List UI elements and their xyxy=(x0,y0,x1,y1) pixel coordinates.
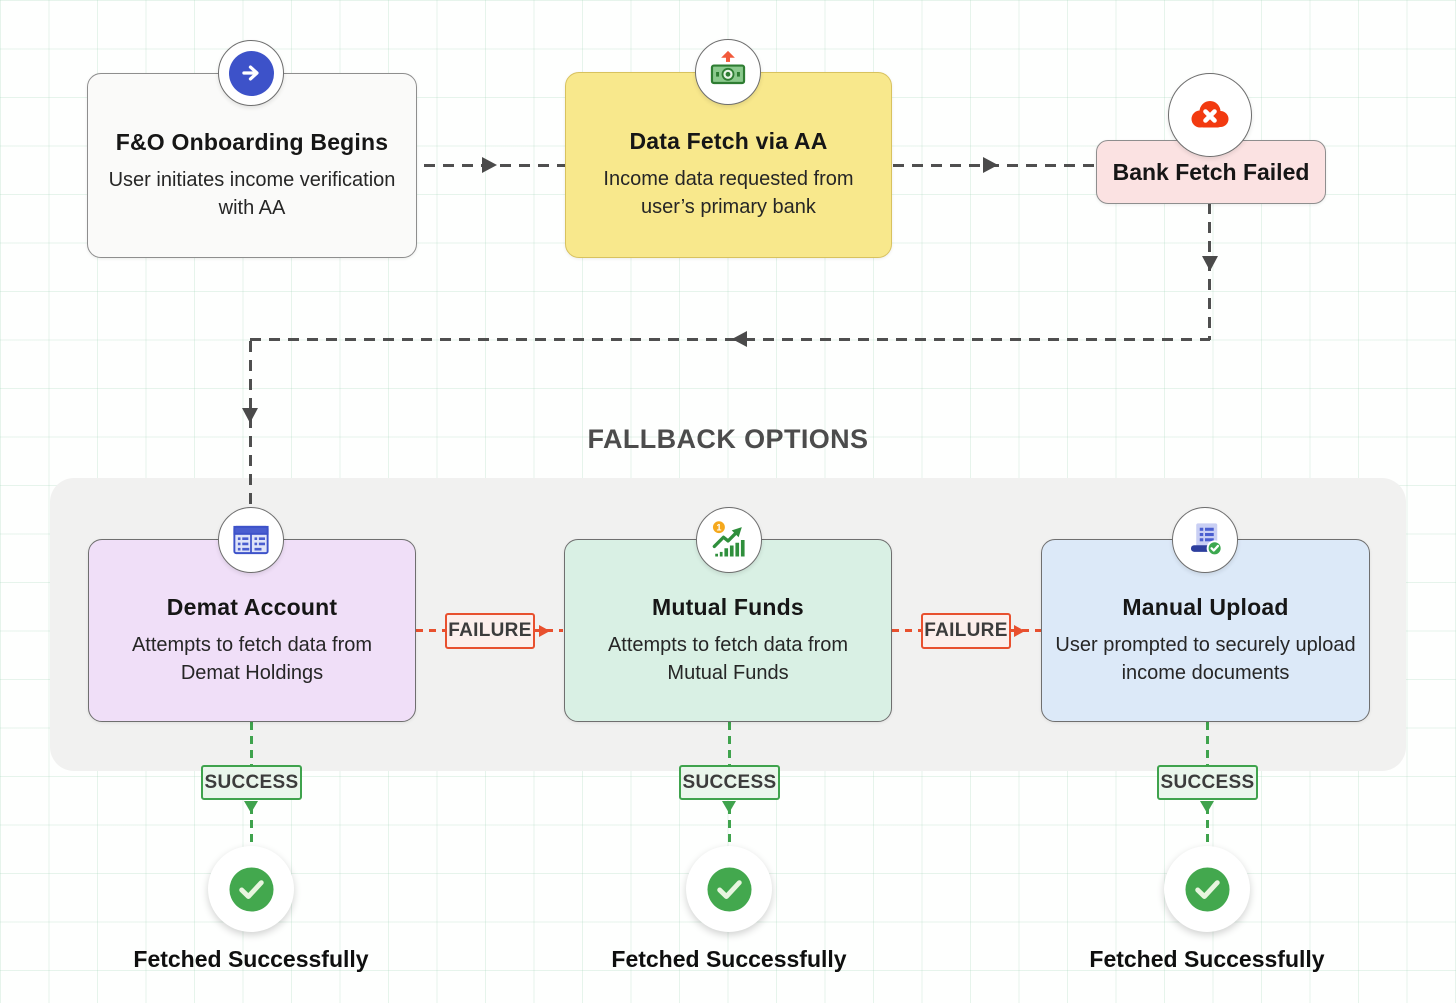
money-transfer-up-icon xyxy=(695,39,761,105)
arrowhead-right-icon xyxy=(983,157,998,173)
manual-upload-title: Manual Upload xyxy=(1122,593,1289,620)
arrowhead-down-icon xyxy=(1202,256,1218,271)
connector-failed-down xyxy=(1208,203,1211,340)
mutual-funds-subtitle: Attempts to fetch data from Mutual Funds xyxy=(607,633,849,684)
connector-to-fallback xyxy=(249,341,252,506)
demat-account-title: Demat Account xyxy=(166,593,338,620)
aa-fetch-node: Data Fetch via AA Income data requested … xyxy=(565,72,892,258)
success-badge: SUCCESS xyxy=(201,765,302,800)
arrow-right-circle-icon xyxy=(218,40,284,106)
aa-fetch-node-subtitle: Income data requested from user’s primar… xyxy=(603,168,854,218)
arrowhead-down-green-icon xyxy=(722,801,736,813)
check-circle-icon xyxy=(686,846,772,932)
fetched-successfully-label: Fetched Successfully xyxy=(1089,946,1325,972)
cloud-error-icon xyxy=(1168,73,1252,157)
arrowhead-right-red-icon xyxy=(539,625,550,637)
table-icon xyxy=(218,507,284,573)
arrowhead-down-green-icon xyxy=(244,801,258,813)
failure-badge: FAILURE xyxy=(445,613,535,649)
demat-account-node: Demat Account Attempts to fetch data fro… xyxy=(88,539,416,722)
fetched-successfully-label: Fetched Successfully xyxy=(133,946,369,972)
manual-upload-subtitle: User prompted to securely upload income … xyxy=(1055,633,1356,684)
arrowhead-down-green-icon xyxy=(1200,801,1214,813)
document-check-icon xyxy=(1172,507,1238,573)
growth-chart-icon: 1 xyxy=(696,507,762,573)
bank-failed-node-title: Bank Fetch Failed xyxy=(1112,158,1310,185)
arrow-right-icon xyxy=(228,50,274,96)
mutual-funds-title: Mutual Funds xyxy=(652,593,804,620)
arrowhead-right-red-icon xyxy=(1014,625,1025,637)
check-circle-icon xyxy=(208,846,294,932)
bank-failed-node: Bank Fetch Failed xyxy=(1096,140,1326,204)
fetched-successfully-label: Fetched Successfully xyxy=(611,946,847,972)
svg-text:1: 1 xyxy=(716,522,721,532)
arrowhead-left-icon xyxy=(732,331,747,347)
demat-account-subtitle: Attempts to fetch data from Demat Holdin… xyxy=(131,633,373,684)
success-badge: SUCCESS xyxy=(679,765,780,800)
start-node-subtitle: User initiates income verification with … xyxy=(108,168,396,219)
arrowhead-right-icon xyxy=(482,157,497,173)
fallback-heading: FALLBACK OPTIONS xyxy=(587,424,869,454)
connector-return-left xyxy=(250,338,1210,341)
aa-fetch-node-title: Data Fetch via AA xyxy=(629,128,828,155)
arrowhead-down-icon xyxy=(242,408,258,423)
check-circle-icon xyxy=(1164,846,1250,932)
failure-badge: FAILURE xyxy=(921,613,1011,649)
start-node-title: F&O Onboarding Begins xyxy=(115,128,389,155)
success-badge: SUCCESS xyxy=(1157,765,1258,800)
